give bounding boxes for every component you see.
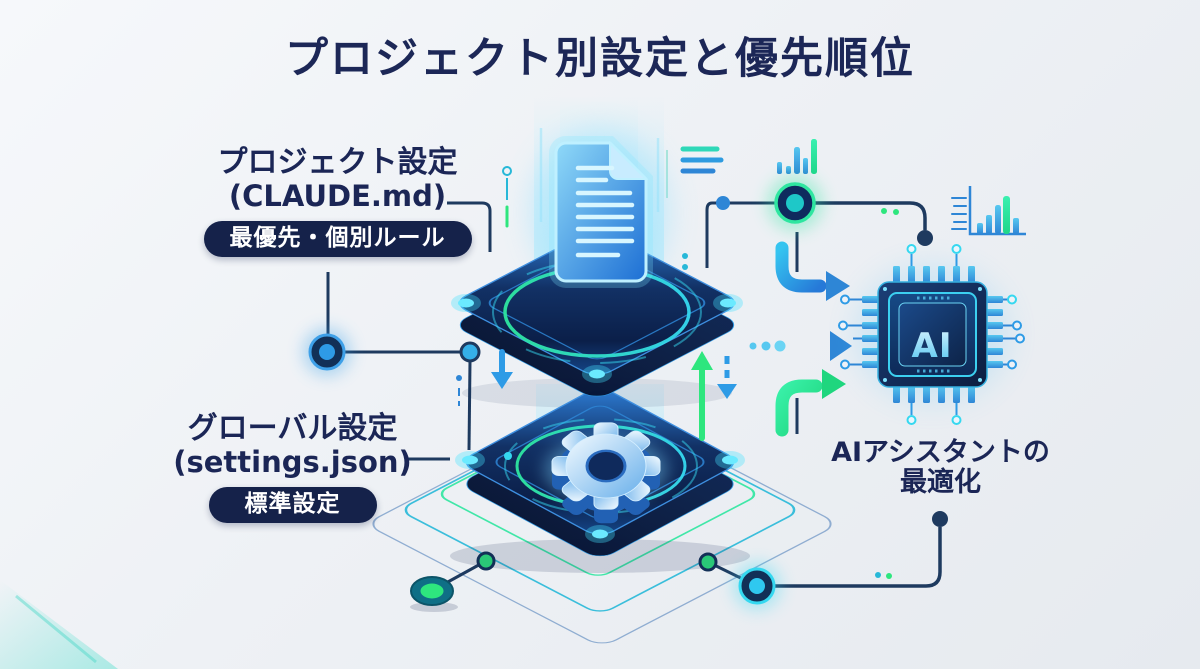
bar-chart-icon-axis — [951, 186, 1026, 236]
inter-platform-arrows — [456, 349, 737, 441]
top-right-circuit — [705, 196, 933, 268]
project-settings-label-group: プロジェクト設定 (CLAUDE.md) 最優先・個別ルール — [175, 146, 500, 257]
small-green-node — [476, 551, 496, 571]
blue-dot — [716, 196, 730, 210]
priority-badge: 最優先・個別ルール — [203, 221, 472, 257]
small-blue-node — [459, 341, 481, 363]
left-circuit — [303, 201, 492, 461]
ai-assistant-label-line2: 最適化 — [900, 467, 981, 499]
flow-arrow-middle — [749, 331, 852, 361]
standard-badge: 標準設定 — [208, 487, 377, 523]
corner-accent — [0, 580, 118, 669]
global-settings-label-group: グローバル設定 (settings.json) 標準設定 — [140, 412, 445, 523]
global-settings-platform — [455, 389, 745, 557]
green-ring-node — [767, 175, 823, 231]
pin-decoration — [502, 166, 512, 228]
document-icon — [549, 136, 653, 288]
small-green-node — [698, 552, 718, 572]
bottom-circuit — [410, 511, 948, 612]
flow-arrow-bottom — [775, 369, 846, 437]
line-end-dot — [917, 230, 933, 246]
flow-arrows-to-chip — [749, 232, 852, 437]
gear-icon — [551, 422, 661, 524]
project-settings-label: プロジェクト設定 — [217, 145, 458, 180]
line-end-dot — [932, 511, 948, 527]
project-settings-platform — [451, 136, 743, 397]
up-arrow-icon — [691, 351, 713, 441]
list-lines-icon — [680, 146, 724, 174]
flow-arrow-top — [775, 241, 850, 301]
ai-chip-icon: AI — [838, 244, 1025, 425]
page-title: プロジェクト別設定と優先順位 — [285, 34, 915, 84]
global-settings-label: グローバル設定 — [187, 411, 398, 446]
corner-glow-dots — [451, 294, 743, 383]
corner-glow-dots — [455, 451, 745, 543]
ai-assistant-label-group: AIアシスタントの 最適化 — [818, 437, 1063, 499]
project-settings-filename: (CLAUDE.md) — [228, 178, 447, 213]
down-arrow-icon — [491, 349, 513, 389]
down-arrow-dashed-icon — [717, 356, 737, 399]
ai-chip-label: AI — [912, 326, 953, 366]
node-shadow — [410, 602, 458, 612]
global-settings-filename: (settings.json) — [173, 444, 412, 479]
ai-assistant-label-line1: AIアシスタントの — [831, 437, 1050, 468]
bar-chart-icon-small — [777, 139, 817, 174]
